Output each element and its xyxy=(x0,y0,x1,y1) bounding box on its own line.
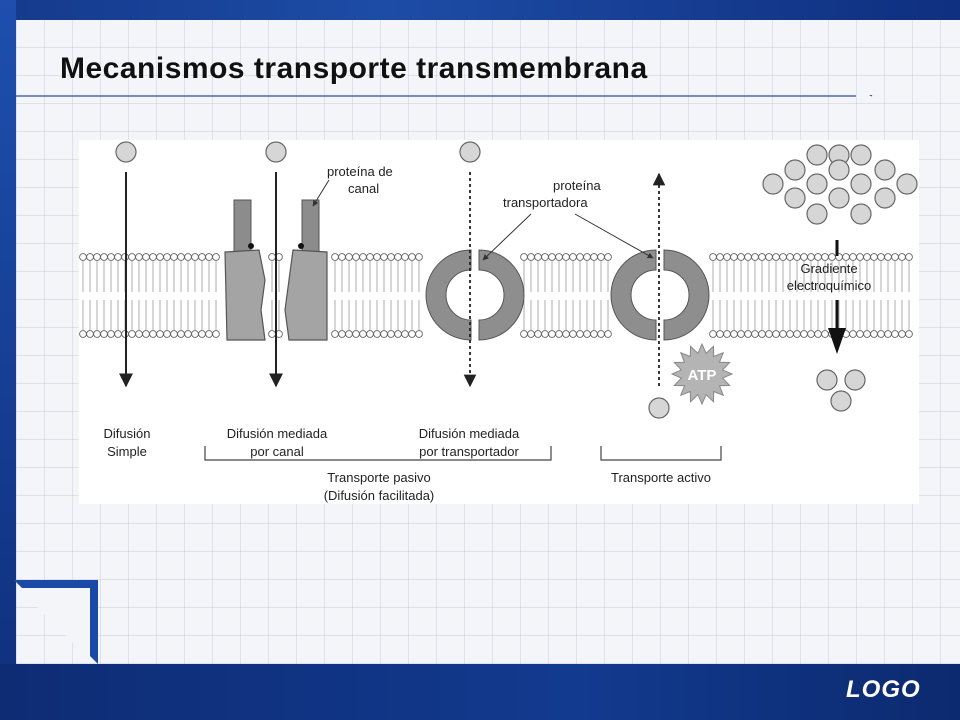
high-concentration-molecule xyxy=(806,203,828,225)
atp-label: ATP xyxy=(688,367,717,384)
gradient-arrow xyxy=(828,240,846,354)
molecules xyxy=(115,141,918,419)
frame-left-bar xyxy=(0,0,16,720)
lipid-bilayer xyxy=(79,253,913,338)
gradient-label-line2: electroquímico xyxy=(787,278,872,293)
low-concentration-molecule xyxy=(844,369,866,391)
atp-burst: ATP xyxy=(670,342,734,406)
high-concentration-molecule xyxy=(828,187,850,209)
high-concentration-molecule xyxy=(896,173,918,195)
solute-molecule xyxy=(459,141,481,163)
high-concentration-molecule xyxy=(850,144,872,166)
logo-text: LOGO xyxy=(846,676,921,703)
carrier-diffusion-label-line2: por transportador xyxy=(419,444,519,459)
passive-transport-bracket xyxy=(204,446,552,461)
carrier-pointer-left xyxy=(482,213,532,261)
active-transport-bracket xyxy=(600,446,722,461)
transport-diagram: ATP Gradiente electroquímico proteína de… xyxy=(79,140,919,504)
channel-diffusion-label-line1: Difusión mediada xyxy=(227,426,328,441)
high-concentration-molecule xyxy=(874,159,896,181)
high-concentration-molecule xyxy=(874,187,896,209)
carrier-protein-passive xyxy=(425,249,525,341)
solute-molecule xyxy=(115,141,137,163)
high-concentration-molecule xyxy=(784,187,806,209)
channel-protein xyxy=(224,199,328,341)
high-concentration-molecule xyxy=(806,173,828,195)
carrier-pointer-right xyxy=(574,213,654,259)
carrier-protein-label-line1: proteína xyxy=(553,178,601,193)
solute-molecule xyxy=(648,397,670,419)
low-concentration-molecule xyxy=(830,390,852,412)
channel-protein-label-line1: proteína de xyxy=(327,164,393,179)
high-concentration-molecule xyxy=(784,159,806,181)
simple-diffusion-label-line1: Difusión xyxy=(104,426,151,441)
frame-bottom-bar xyxy=(0,664,960,720)
diagram-svg: ATP Gradiente electroquímico proteína de… xyxy=(79,141,918,503)
carrier-protein-label-line2: transportadora xyxy=(503,195,588,210)
carrier-diffusion-label-line1: Difusión mediada xyxy=(419,426,520,441)
high-concentration-molecule xyxy=(806,144,828,166)
channel-protein-pointer xyxy=(312,179,330,207)
active-transport-label: Transporte activo xyxy=(611,470,711,485)
high-concentration-molecule xyxy=(850,203,872,225)
simple-diffusion-label-line2: Simple xyxy=(107,444,147,459)
channel-protein-label-line2: canal xyxy=(348,181,379,196)
slide-title: Mecanismos transporte transmembrana xyxy=(60,52,648,85)
corner-decoration xyxy=(14,580,98,664)
passive-transport-label-line1: Transporte pasivo xyxy=(327,470,431,485)
gradient-label-line1: Gradiente xyxy=(800,261,857,276)
low-concentration-molecule xyxy=(816,369,838,391)
high-concentration-molecule xyxy=(762,173,784,195)
passive-transport-label-line2: (Difusión facilitada) xyxy=(324,488,435,503)
frame-top-bar xyxy=(0,0,960,20)
title-underline xyxy=(16,95,873,97)
solute-molecule xyxy=(265,141,287,163)
high-concentration-molecule xyxy=(828,159,850,181)
channel-diffusion-label-line2: por canal xyxy=(250,444,304,459)
high-concentration-molecule xyxy=(850,173,872,195)
carrier-protein-active xyxy=(610,249,710,341)
